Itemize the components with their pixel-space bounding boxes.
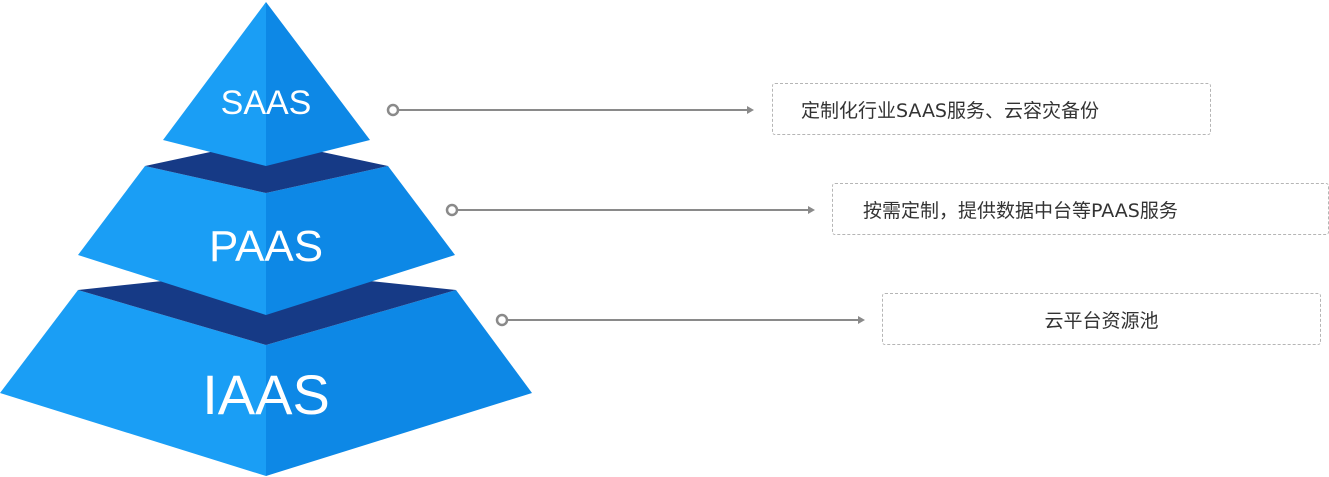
arrow-right-icon — [808, 206, 815, 214]
pyramid-layer-iaas: IAAS — [0, 270, 532, 476]
description-text-iaas: 云平台资源池 — [1044, 309, 1159, 332]
saas-tier-right-face — [266, 2, 370, 166]
iaas-tier-left-face — [0, 290, 266, 476]
paas-tier-right-face — [266, 166, 455, 315]
description-box-iaas: 云平台资源池 — [882, 293, 1321, 345]
connector-start-circle — [445, 203, 459, 217]
connector-iaas — [495, 313, 867, 327]
pyramid-layer-saas: SAAS — [163, 2, 370, 166]
layer-label-iaas: IAAS — [202, 363, 330, 426]
connector-saas — [386, 103, 756, 117]
connector-start-circle — [386, 103, 400, 117]
arrow-right-icon — [747, 106, 754, 114]
description-box-saas: 定制化行业SAAS服务、云容灾备份 — [772, 83, 1211, 135]
layer-label-paas: PAAS — [209, 222, 323, 271]
pyramid-layer-paas: PAAS — [78, 140, 455, 315]
connector-start-circle — [495, 313, 509, 327]
paas-tier-top-band — [145, 140, 388, 193]
saas-tier-left-face — [163, 2, 266, 166]
description-box-paas: 按需定制，提供数据中台等PAAS服务 — [832, 183, 1329, 235]
pyramid-diagram: IAAS PAAS SAAS — [0, 2, 532, 476]
connector-paas — [445, 203, 817, 217]
description-text-paas: 按需定制，提供数据中台等PAAS服务 — [863, 199, 1178, 222]
paas-tier-left-face — [78, 166, 266, 315]
iaas-tier-right-face — [266, 290, 532, 476]
layer-label-saas: SAAS — [221, 84, 312, 122]
description-text-saas: 定制化行业SAAS服务、云容灾备份 — [801, 99, 1099, 122]
arrow-right-icon — [858, 316, 865, 324]
